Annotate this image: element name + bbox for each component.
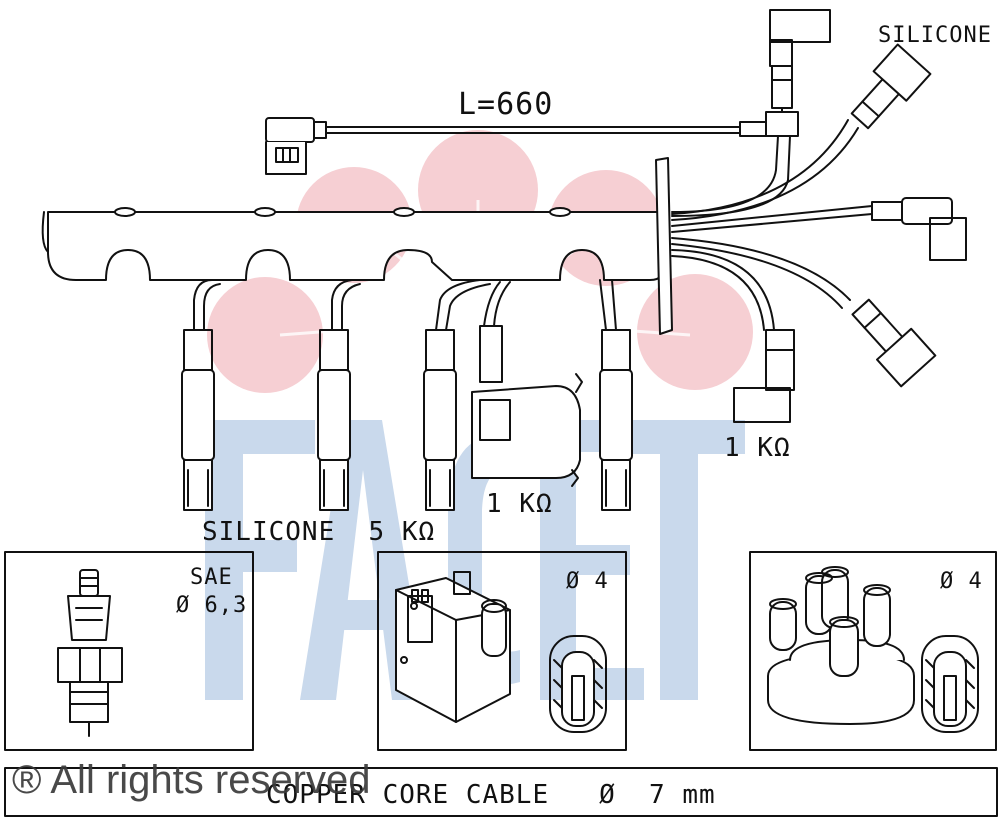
- spark-plug-panel: [4, 551, 254, 751]
- spark-plug-drawing: [57, 569, 123, 737]
- plug-lead-1: [181, 279, 221, 511]
- distributor-cap-drawing: [767, 566, 915, 725]
- resistance-coil-label: 1 KΩ: [486, 489, 553, 519]
- boot-lower-diagonal: [851, 298, 937, 388]
- wire-bundle: [671, 119, 873, 331]
- boot-lower-vertical: [733, 329, 795, 423]
- silicone-top-label: SILICONE: [878, 23, 992, 48]
- boot-upper-diagonal: [850, 43, 932, 130]
- cap-diameter-label: Ø 4: [940, 569, 983, 594]
- distributor-cap-panel: [749, 551, 997, 751]
- top-spark-boot: [769, 9, 831, 113]
- cable-spec-label: COPPER CORE CABLE Ø 7 mm: [266, 780, 716, 810]
- plug-lead-2: [317, 279, 361, 511]
- ignition-coil-drawing: [395, 571, 511, 723]
- diagram-labels: L=660 SILICONE 1 KΩ 1 KΩ SILICONE 5 KΩ S…: [176, 23, 992, 810]
- sae-label: SAE: [190, 565, 233, 590]
- length-label: L=660: [458, 87, 553, 122]
- plug-lead-4: [599, 279, 633, 511]
- boot-horizontal: [871, 197, 967, 261]
- sae-diameter-label: Ø 6,3: [176, 593, 247, 618]
- copyright-notice: ® All rights reserved: [12, 758, 371, 802]
- wiring-harness-drawing: [4, 9, 998, 817]
- cable-spec-panel: [4, 767, 998, 817]
- silicone-bottom-label: SILICONE 5 KΩ: [202, 517, 435, 547]
- plug-lead-3: [423, 279, 491, 511]
- resistance-right-label: 1 KΩ: [724, 433, 791, 463]
- coil-terminal-section: [549, 635, 607, 733]
- cap-terminal-section: [921, 635, 979, 733]
- distributor-boot: [471, 281, 583, 487]
- spark-plug-leads: [181, 279, 633, 511]
- coil-lead: [265, 111, 799, 175]
- mounting-rail: [41, 157, 673, 335]
- coil-panel: [377, 551, 627, 751]
- coil-diameter-label: Ø 4: [566, 569, 609, 594]
- right-spark-boots: [733, 43, 967, 423]
